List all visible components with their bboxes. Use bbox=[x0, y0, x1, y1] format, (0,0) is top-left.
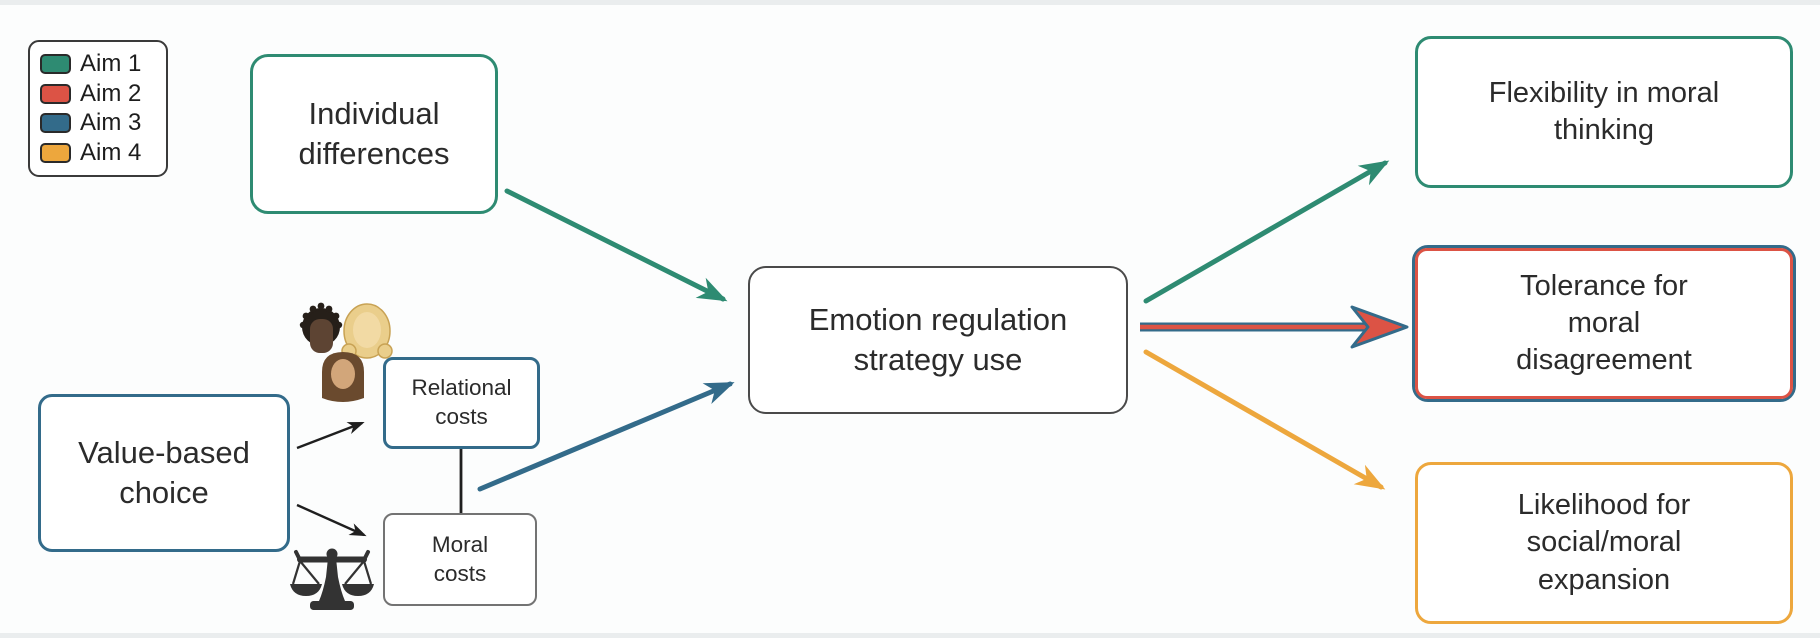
aim3-label: Aim 3 bbox=[80, 109, 142, 137]
node-moral-costs-label: Moral costs bbox=[431, 531, 489, 586]
aim2-swatch bbox=[40, 83, 71, 104]
arrow-aim2-aim3-er-to-tolerance bbox=[1140, 305, 1409, 349]
arrow-aim4-er-to-likelihood bbox=[1143, 349, 1386, 490]
node-likelihood-expansion: Likelihood for social/moral expansion bbox=[1415, 462, 1793, 624]
legend-item-aim2: Aim 2 bbox=[40, 80, 156, 108]
node-flexibility-moral-thinking: Flexibility in moral thinking bbox=[1415, 36, 1793, 188]
node-individual-differences: Individual differences bbox=[250, 54, 498, 214]
node-individual-differences-label: Individual differences bbox=[298, 96, 450, 171]
legend: Aim 1 Aim 2 Aim 3 Aim 4 bbox=[28, 40, 168, 177]
arrow-vbc-to-moral bbox=[296, 503, 367, 537]
node-value-based-choice: Value-based choice bbox=[38, 394, 290, 552]
node-value-based-choice-label: Value-based choice bbox=[78, 435, 250, 510]
aim4-label: Aim 4 bbox=[80, 139, 142, 167]
node-relational-costs-label: Relational costs bbox=[411, 375, 512, 429]
node-tolerance-moral-disagreement-label: Tolerance for moral disagreement bbox=[1516, 269, 1692, 377]
arrow-aim1-er-to-flexibility bbox=[1143, 160, 1390, 304]
aim2-label: Aim 2 bbox=[80, 79, 142, 107]
arrow-aim3-costs-to-er bbox=[477, 381, 735, 492]
node-moral-costs: Moral costs bbox=[383, 513, 537, 606]
arrow-vbc-to-relational bbox=[296, 421, 365, 450]
people-group-icon bbox=[299, 302, 393, 402]
arrow-aim2-aim3-head bbox=[1350, 305, 1409, 349]
aim1-label: Aim 1 bbox=[80, 49, 142, 77]
legend-item-aim1: Aim 1 bbox=[40, 50, 156, 78]
aim3-swatch bbox=[40, 113, 71, 134]
aim1-swatch bbox=[40, 53, 71, 74]
arrow-aim1-individual-to-er bbox=[504, 188, 728, 302]
node-emotion-regulation-label: Emotion regulation strategy use bbox=[808, 302, 1068, 377]
node-tolerance-moral-disagreement: Tolerance for moral disagreement bbox=[1412, 245, 1796, 402]
node-emotion-regulation: Emotion regulation strategy use bbox=[748, 266, 1128, 414]
legend-item-aim3: Aim 3 bbox=[40, 109, 156, 137]
screenshot-edge-top bbox=[0, 0, 1820, 5]
node-relational-costs: Relational costs bbox=[383, 357, 540, 449]
aim4-swatch bbox=[40, 143, 71, 164]
node-flexibility-moral-thinking-label: Flexibility in moral thinking bbox=[1488, 76, 1720, 146]
node-likelihood-expansion-label: Likelihood for social/moral expansion bbox=[1517, 489, 1691, 596]
balance-scale-icon bbox=[290, 548, 374, 610]
screenshot-edge-bottom bbox=[0, 633, 1820, 638]
legend-item-aim4: Aim 4 bbox=[40, 139, 156, 167]
